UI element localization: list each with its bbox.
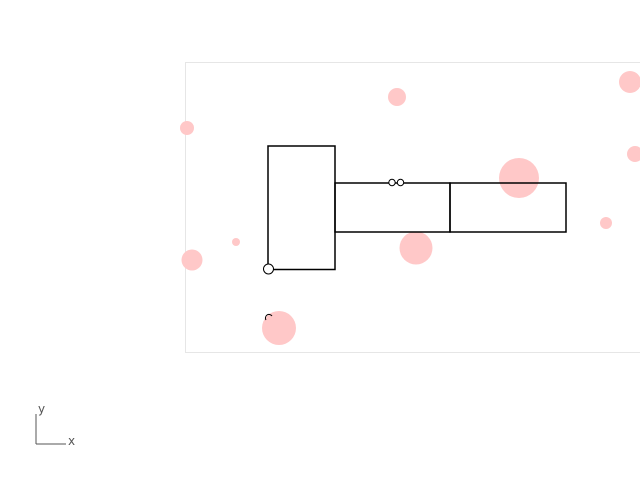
obstacle-5 [499, 158, 539, 198]
obstacle-9 [181, 249, 203, 271]
axis-indicator: x y [35, 402, 75, 448]
obstacle-3 [180, 121, 194, 135]
obstacle-2 [619, 71, 640, 93]
obstacle-layer [180, 71, 640, 345]
joint-right [396, 178, 405, 187]
base-anchor [263, 263, 274, 275]
obstacle-7 [232, 238, 240, 246]
y-axis-label: y [38, 402, 45, 416]
joint-layer [263, 178, 405, 275]
obstacle-4 [627, 146, 640, 162]
arm-link-1 [334, 182, 451, 233]
obstacle-10 [262, 311, 296, 345]
viewport-frame [185, 62, 640, 353]
obstacle-8 [399, 231, 433, 265]
arc-fragment [264, 313, 273, 321]
obstacle-1 [388, 88, 406, 106]
x-axis-label: x [68, 434, 75, 448]
joint-left [388, 178, 396, 187]
arm-link-2 [449, 182, 567, 233]
obstacle-6 [600, 217, 612, 229]
base-block [267, 145, 336, 271]
